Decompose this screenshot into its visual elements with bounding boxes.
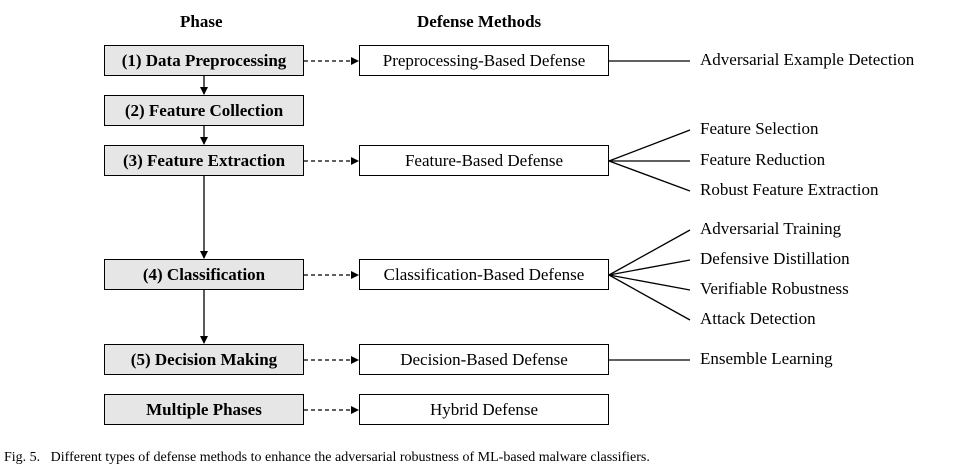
link-verifiable-robustness [608,274,691,291]
phase-multiple-phases: Multiple Phases [104,394,304,425]
phase-data-preprocessing: (1) Data Preprocessing [104,45,304,76]
link-feature-selection [608,129,691,162]
defense-feature-based: Feature-Based Defense [359,145,609,176]
phase-feature-collection: (2) Feature Collection [104,95,304,126]
link-attack-detection [608,274,691,321]
technique-robust-feature-extraction: Robust Feature Extraction [700,180,879,199]
link-adversarial-training [608,229,691,276]
link-defensive-distillation [608,259,691,276]
technique-defensive-distillation: Defensive Distillation [700,249,850,268]
defense-classification-based: Classification-Based Defense [359,259,609,290]
phase-header: Phase [180,12,223,31]
technique-feature-selection: Feature Selection [700,119,819,138]
technique-attack-detection: Attack Detection [700,309,816,328]
defense-methods-header: Defense Methods [417,12,542,31]
technique-ensemble-learning: Ensemble Learning [700,349,833,368]
defense-decision-based: Decision-Based Defense [359,344,609,375]
phase-decision-making: (5) Decision Making [104,344,304,375]
technique-adversarial-example-detection: Adversarial Example Detection [700,50,915,69]
defense-hybrid: Hybrid Defense [359,394,609,425]
link-robust-feature-extraction [608,160,691,192]
phase-classification: (4) Classification [104,259,304,290]
technique-adversarial-training: Adversarial Training [700,219,842,238]
figure-caption: Fig. 5. Different types of defense metho… [4,450,650,465]
technique-verifiable-robustness: Verifiable Robustness [700,279,849,298]
defense-preprocessing-based: Preprocessing-Based Defense [359,45,609,76]
technique-feature-reduction: Feature Reduction [700,150,826,169]
phase-feature-extraction: (3) Feature Extraction [104,145,304,176]
